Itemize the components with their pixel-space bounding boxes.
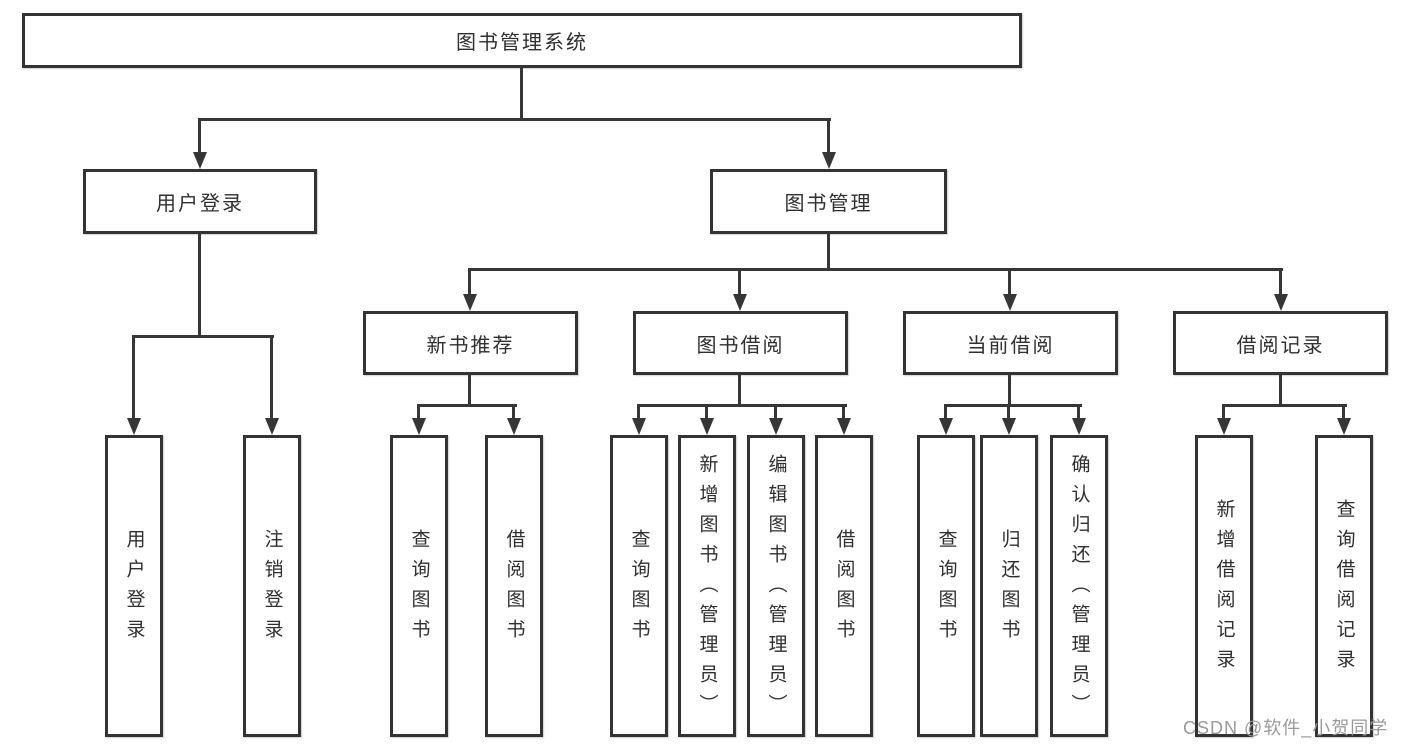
- arrowhead-down-icon: [632, 418, 646, 435]
- leaf-confirm-return-admin: 确认归还（管理员）: [1050, 435, 1108, 737]
- connector-book-management-stem: [827, 234, 830, 270]
- node-new-book-recommend: 新书推荐: [363, 311, 578, 375]
- connector-to-leaf-user-login: [132, 335, 135, 418]
- connector-to-borrow-records: [1279, 268, 1282, 294]
- arrowhead-down-icon: [463, 294, 477, 311]
- connector-leaf: [944, 404, 947, 418]
- connector-new-book-stem: [468, 375, 471, 406]
- arrowhead-down-icon: [1274, 294, 1288, 311]
- connector-leaf: [1342, 404, 1345, 418]
- leaf-query-book: 查询图书: [390, 435, 448, 737]
- connector-leaf: [774, 404, 777, 418]
- node-user-login: 用户登录: [83, 169, 317, 234]
- connector-leaf: [637, 404, 640, 418]
- arrowhead-down-icon: [939, 418, 953, 435]
- connector-borrow-records-splitter: [1222, 404, 1347, 407]
- arrowhead-down-icon: [127, 418, 141, 435]
- arrowhead-down-icon: [733, 294, 747, 311]
- leaf-borrow-book: 借阅图书: [815, 435, 873, 737]
- connector-to-book-management: [827, 118, 830, 152]
- connector-level3-splitter: [469, 268, 1283, 271]
- connector-current-borrow-stem: [1008, 375, 1011, 406]
- leaf-add-borrow-record: 新增借阅记录: [1195, 435, 1253, 737]
- connector-leaf: [705, 404, 708, 418]
- connector-to-leaf-logout: [270, 335, 273, 418]
- connector-borrow-records-stem: [1279, 375, 1282, 406]
- connector-leaf: [1007, 404, 1010, 418]
- arrowhead-down-icon: [193, 152, 207, 169]
- node-current-borrow: 当前借阅: [903, 311, 1118, 375]
- connector-level2-splitter: [198, 118, 831, 121]
- arrowhead-down-icon: [1002, 418, 1016, 435]
- connector-to-book-borrow: [738, 268, 741, 294]
- arrowhead-down-icon: [837, 418, 851, 435]
- node-book-borrow: 图书借阅: [633, 311, 848, 375]
- leaf-query-borrow-record: 查询借阅记录: [1315, 435, 1373, 737]
- arrowhead-down-icon: [700, 418, 714, 435]
- connector-leaf: [417, 404, 420, 418]
- leaf-query-book: 查询图书: [917, 435, 975, 737]
- leaf-add-book-admin: 新增图书（管理员）: [678, 435, 736, 737]
- connector-root-stem: [520, 68, 523, 121]
- connector-user-login-splitter: [132, 335, 274, 338]
- arrowhead-down-icon: [769, 418, 783, 435]
- arrowhead-down-icon: [265, 418, 279, 435]
- leaf-query-book: 查询图书: [610, 435, 668, 737]
- connector-to-current-borrow: [1008, 268, 1011, 294]
- connector-leaf: [512, 404, 515, 418]
- leaf-return-book: 归还图书: [980, 435, 1038, 737]
- connector-leaf: [842, 404, 845, 418]
- connector-book-borrow-splitter: [637, 404, 847, 407]
- connector-leaf: [1077, 404, 1080, 418]
- arrowhead-down-icon: [1072, 418, 1086, 435]
- arrowhead-down-icon: [822, 152, 836, 169]
- connector-book-borrow-stem: [738, 375, 741, 406]
- arrowhead-down-icon: [1337, 418, 1351, 435]
- connector-to-new-book-recommend: [468, 268, 471, 294]
- connector-new-book-splitter: [417, 404, 517, 407]
- leaf-borrow-book: 借阅图书: [485, 435, 543, 737]
- arrowhead-down-icon: [412, 418, 426, 435]
- node-root-library-system: 图书管理系统: [22, 13, 1022, 68]
- node-book-management: 图书管理: [710, 169, 947, 234]
- arrowhead-down-icon: [1003, 294, 1017, 311]
- csdn-watermark: CSDN @软件_小贺同学: [1183, 718, 1389, 738]
- connector-leaf: [1222, 404, 1225, 418]
- arrowhead-down-icon: [1217, 418, 1231, 435]
- leaf-edit-book-admin: 编辑图书（管理员）: [747, 435, 805, 737]
- connector-current-borrow-splitter: [944, 404, 1082, 407]
- leaf-user-login: 用户登录: [105, 435, 163, 737]
- node-borrow-records: 借阅记录: [1173, 311, 1388, 375]
- connector-user-login-stem: [198, 234, 201, 338]
- connector-to-user-login: [198, 118, 201, 152]
- arrowhead-down-icon: [507, 418, 521, 435]
- leaf-logout: 注销登录: [243, 435, 301, 737]
